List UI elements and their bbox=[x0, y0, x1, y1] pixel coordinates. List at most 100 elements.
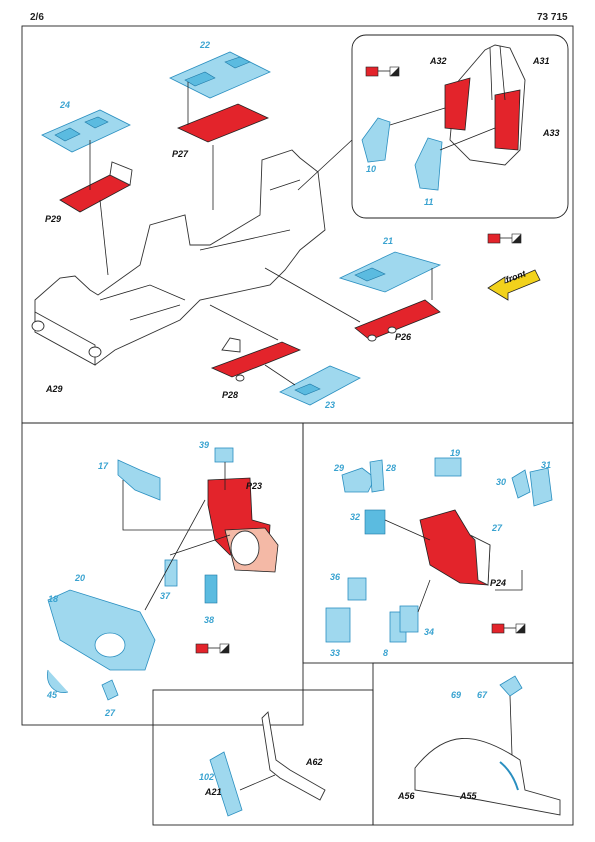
label-p36: 36 bbox=[330, 572, 341, 582]
leader-10 bbox=[389, 107, 446, 126]
label-p27c: 27 bbox=[491, 523, 503, 533]
label-p38: 38 bbox=[204, 615, 214, 625]
label-a62: A62 bbox=[305, 757, 323, 767]
label-p34: 34 bbox=[424, 627, 434, 637]
label-p31: 31 bbox=[541, 460, 551, 470]
label-p33: 33 bbox=[330, 648, 340, 658]
control-column bbox=[261, 711, 326, 801]
leader-30 bbox=[495, 570, 523, 591]
label-P24: P24 bbox=[490, 578, 506, 588]
label-p17: 17 bbox=[98, 461, 109, 471]
page-number: 2/6 bbox=[30, 12, 44, 23]
label-p26: P26 bbox=[395, 332, 412, 342]
label-p24: 24 bbox=[59, 100, 70, 110]
kit-code: 73 715 bbox=[537, 12, 568, 23]
leader-17 bbox=[122, 480, 212, 531]
label-p10: 10 bbox=[366, 164, 376, 174]
cockpit-tub bbox=[31, 149, 326, 366]
part-45 bbox=[47, 669, 69, 693]
part-27b bbox=[101, 679, 119, 701]
part-29c-dial bbox=[341, 467, 376, 493]
part-31 bbox=[529, 467, 553, 507]
label-a29: A29 bbox=[45, 384, 63, 394]
paint-symbol-right bbox=[491, 623, 526, 634]
part-24-fret bbox=[41, 109, 131, 153]
label-p39: 39 bbox=[199, 440, 209, 450]
label-p19: 19 bbox=[450, 448, 460, 458]
label-p21: 21 bbox=[382, 236, 393, 246]
part-28c bbox=[369, 459, 385, 493]
part-P26-panel bbox=[354, 299, 441, 342]
part-22-fret bbox=[169, 51, 271, 99]
label-p27a: P27 bbox=[172, 149, 189, 159]
label-p37: 37 bbox=[160, 591, 171, 601]
part-P29-seat-panel bbox=[59, 161, 133, 213]
paint-symbol-inset bbox=[365, 66, 400, 77]
part-P24-panel bbox=[419, 509, 491, 586]
part-10-belt bbox=[361, 117, 391, 163]
leader-23 bbox=[264, 364, 296, 386]
canopy-frame bbox=[414, 738, 561, 816]
leader-102 bbox=[239, 774, 276, 791]
part-19 bbox=[434, 457, 462, 477]
label-a33: A33 bbox=[542, 128, 560, 138]
label-a55: A55 bbox=[459, 791, 478, 801]
label-p28: P28 bbox=[222, 390, 238, 400]
part-21-fret bbox=[338, 251, 442, 293]
label-p29c: 29 bbox=[333, 463, 344, 473]
part-36 bbox=[347, 577, 367, 601]
leader-34 bbox=[417, 579, 431, 613]
detail-inset bbox=[351, 34, 569, 219]
part-P23-panel bbox=[207, 477, 279, 573]
label-a56: A56 bbox=[397, 791, 416, 801]
part-34 bbox=[399, 605, 419, 633]
label-p32: 32 bbox=[350, 512, 360, 522]
label-p20: 20 bbox=[74, 573, 85, 583]
label-p29: P29 bbox=[45, 214, 61, 224]
part-30 bbox=[511, 469, 531, 499]
part-33 bbox=[325, 607, 351, 643]
label-p69: 69 bbox=[451, 690, 461, 700]
paint-symbol-mid bbox=[195, 643, 230, 654]
leader-37 bbox=[169, 534, 231, 556]
part-P27-panel bbox=[176, 103, 270, 143]
seat-detail bbox=[444, 44, 526, 166]
label-p23b: 23 bbox=[324, 400, 335, 410]
label-P23: P23 bbox=[246, 481, 262, 491]
label-p45: 45 bbox=[46, 690, 58, 700]
paint-symbol-top bbox=[487, 233, 522, 244]
label-p27b: 27 bbox=[104, 708, 116, 718]
leader-20 bbox=[144, 499, 206, 611]
part-32 bbox=[364, 509, 386, 535]
leader-p28 bbox=[209, 304, 279, 341]
leader-p26 bbox=[264, 267, 361, 323]
front-arrow bbox=[487, 269, 541, 301]
label-p67: 67 bbox=[477, 690, 488, 700]
leader-32 bbox=[384, 519, 431, 541]
panel-mid-left bbox=[21, 422, 304, 726]
label-p18: 18 bbox=[48, 594, 58, 604]
label-a32: A32 bbox=[429, 56, 447, 66]
leader-p29 bbox=[99, 199, 109, 276]
part-102 bbox=[209, 751, 243, 817]
part-38 bbox=[204, 574, 218, 604]
leader-67 bbox=[509, 695, 513, 756]
part-20-18-panel bbox=[47, 589, 156, 671]
part-17 bbox=[117, 459, 161, 501]
part-P28-panel bbox=[210, 337, 302, 382]
label-p30: 30 bbox=[496, 477, 506, 487]
panel-bottom-right bbox=[372, 662, 574, 826]
part-11-belt bbox=[414, 137, 443, 191]
label-p102: 102 bbox=[199, 772, 214, 782]
label-p8: 8 bbox=[383, 648, 388, 658]
label-a21: A21 bbox=[204, 787, 222, 797]
label-p28c: 28 bbox=[385, 463, 396, 473]
label-p22: 22 bbox=[199, 40, 210, 50]
label-p11: 11 bbox=[424, 197, 433, 207]
panel-bottom-center bbox=[152, 689, 374, 826]
leader-11 bbox=[439, 127, 496, 151]
part-23-fret bbox=[279, 365, 361, 406]
part-39 bbox=[214, 447, 234, 463]
part-37 bbox=[164, 559, 178, 587]
